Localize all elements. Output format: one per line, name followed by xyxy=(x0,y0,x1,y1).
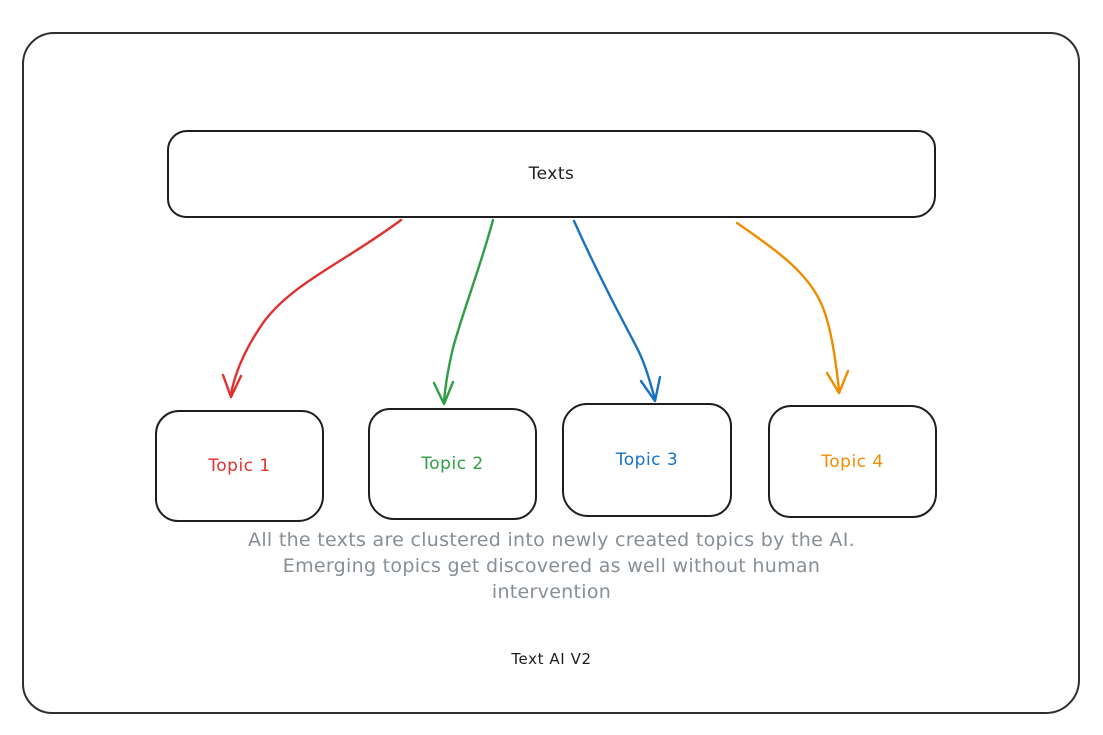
diagram-title: Text AI V2 xyxy=(511,650,592,668)
diagram-outer-frame xyxy=(22,32,1080,714)
topic-3-label: Topic 3 xyxy=(615,450,679,470)
topic-1-label: Topic 1 xyxy=(208,456,271,476)
topic-3-box: Topic 3 xyxy=(562,403,732,517)
texts-source-label: Texts xyxy=(528,164,575,184)
caption-text: All the texts are clustered into newly c… xyxy=(0,527,1103,605)
topic-2-label: Topic 2 xyxy=(421,454,484,474)
topic-1-box: Topic 1 xyxy=(155,410,324,522)
topic-2-box: Topic 2 xyxy=(368,408,537,520)
topic-4-label: Topic 4 xyxy=(821,451,884,472)
caption-line-3: intervention xyxy=(491,581,612,603)
caption-line-1: All the texts are clustered into newly c… xyxy=(248,529,855,551)
topic-4-box: Topic 4 xyxy=(768,405,937,518)
texts-source-box: Texts xyxy=(167,130,936,218)
caption-line-2: Emerging topics get discovered as well w… xyxy=(282,555,821,577)
